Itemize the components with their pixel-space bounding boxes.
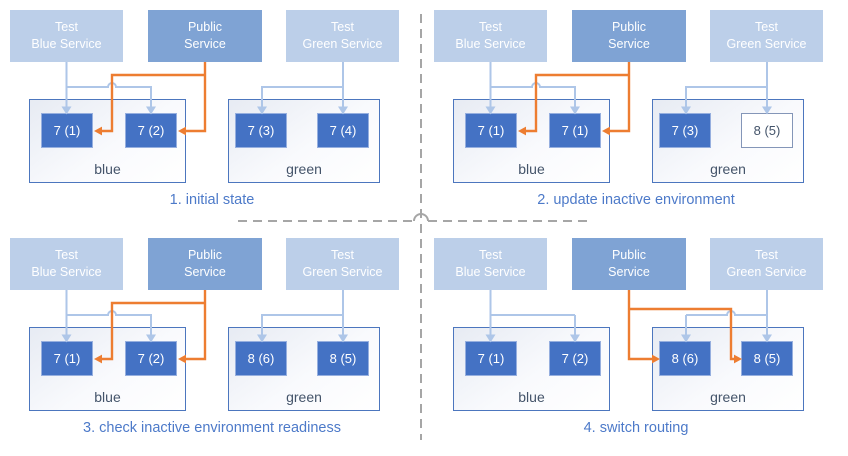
green-environment-box: 8 (6) 8 (5) green	[652, 327, 804, 411]
blue-pod-2: 7 (2)	[125, 341, 177, 376]
public-service-box: Public Service	[572, 10, 686, 62]
test-blue-service-box: Test Blue Service	[434, 10, 547, 62]
step-4-switch-routing: 7 (1) 7 (2) blue 8 (6) 8 (5) green Test …	[424, 228, 848, 456]
public-service-box: Public Service	[572, 238, 686, 290]
step-caption: 1. initial state	[169, 192, 255, 208]
green-environment-label: green	[286, 389, 322, 405]
public-service-box: Public Service	[148, 238, 262, 290]
green-environment-box: 7 (3) 8 (5) green	[652, 99, 804, 183]
step-2-update-inactive-environment: 7 (1) 7 (1) blue 7 (3) 8 (5) green Test …	[424, 0, 848, 228]
green-environment-label: green	[710, 389, 746, 405]
blue-environment-label: blue	[94, 161, 121, 177]
blue-environment-box: 7 (1) 7 (2) blue	[453, 327, 610, 411]
blue-environment-label: blue	[518, 161, 545, 177]
test-green-service-box: Test Green Service	[286, 238, 399, 290]
blue-environment-label: blue	[94, 389, 121, 405]
blue-pod-1: 7 (1)	[465, 341, 517, 376]
blue-environment-box: 7 (1) 7 (2) blue	[29, 327, 186, 411]
green-pod-2: 8 (5)	[741, 113, 793, 148]
green-pod-1: 8 (6)	[659, 341, 711, 376]
blue-pod-2: 7 (2)	[125, 113, 177, 148]
step-caption: 4. switch routing	[583, 420, 689, 436]
test-blue-service-box: Test Blue Service	[10, 10, 123, 62]
green-pod-2: 7 (4)	[317, 113, 369, 148]
blue-environment-label: blue	[518, 389, 545, 405]
blue-pod-1: 7 (1)	[465, 113, 517, 148]
blue-environment-box: 7 (1) 7 (1) blue	[453, 99, 610, 183]
step-caption: 3. check inactive environment readiness	[83, 420, 341, 436]
test-green-service-box: Test Green Service	[286, 10, 399, 62]
green-pod-2: 8 (5)	[317, 341, 369, 376]
green-environment-box: 8 (6) 8 (5) green	[228, 327, 380, 411]
public-service-box: Public Service	[148, 10, 262, 62]
blue-pod-1: 7 (1)	[41, 341, 93, 376]
test-blue-service-box: Test Blue Service	[10, 238, 123, 290]
test-green-service-box: Test Green Service	[710, 10, 823, 62]
green-environment-label: green	[286, 161, 322, 177]
blue-pod-1: 7 (1)	[41, 113, 93, 148]
green-environment-box: 7 (3) 7 (4) green	[228, 99, 380, 183]
green-pod-1: 7 (3)	[235, 113, 287, 148]
blue-environment-box: 7 (1) 7 (2) blue	[29, 99, 186, 183]
step-caption: 2. update inactive environment	[537, 192, 735, 208]
green-pod-1: 8 (6)	[235, 341, 287, 376]
blue-pod-2: 7 (2)	[549, 341, 601, 376]
green-environment-label: green	[710, 161, 746, 177]
test-green-service-box: Test Green Service	[710, 238, 823, 290]
test-blue-service-box: Test Blue Service	[434, 238, 547, 290]
green-pod-1: 7 (3)	[659, 113, 711, 148]
step-1-initial-state: 7 (1) 7 (2) blue 7 (3) 7 (4) green Test …	[0, 0, 424, 228]
blue-pod-2: 7 (1)	[549, 113, 601, 148]
step-3-check-inactive-environment-readiness: 7 (1) 7 (2) blue 8 (6) 8 (5) green Test …	[0, 228, 424, 456]
green-pod-2: 8 (5)	[741, 341, 793, 376]
